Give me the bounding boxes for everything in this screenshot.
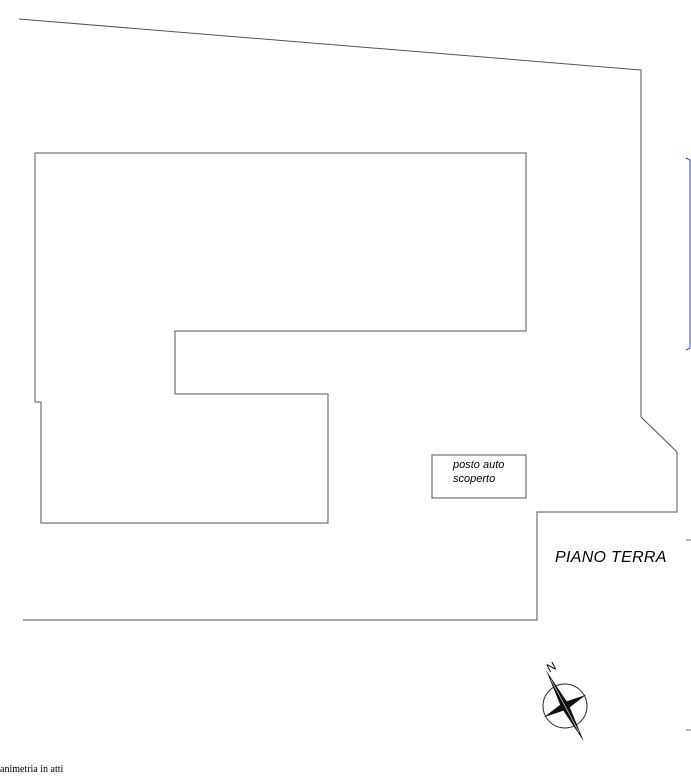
- north-arrow-compass-icon: [542, 670, 588, 742]
- property-boundary: [18, 18, 678, 621]
- footer-caption: animetria in atti: [0, 764, 64, 775]
- floor-label: PIANO TERRA: [555, 549, 667, 566]
- parking-space: [431, 454, 527, 499]
- building-footprint: [34, 152, 527, 524]
- parking-label-line2: scoperto: [453, 473, 496, 485]
- parking-label-line1: posto auto: [453, 459, 505, 471]
- dimension-bracket: [685, 157, 691, 351]
